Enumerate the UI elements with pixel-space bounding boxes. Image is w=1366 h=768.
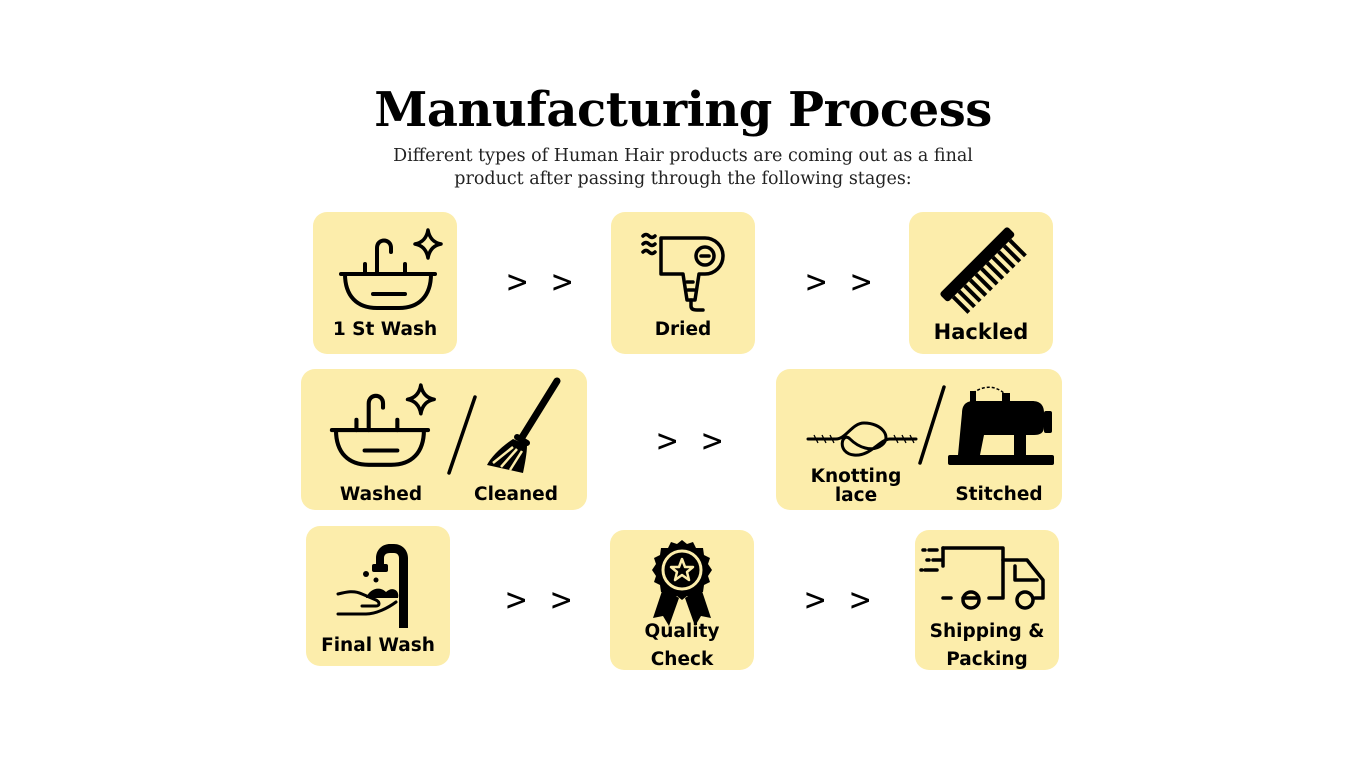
- quality-badge-icon: [652, 540, 712, 626]
- stage-label: Cleaned: [474, 484, 558, 505]
- stage-washed-cleaned: Washed Cleaned: [301, 369, 587, 510]
- stage-label: Dried: [654, 319, 712, 340]
- arrow-3: > >: [657, 421, 725, 461]
- stage-knotting-stitched: Knotting lace Stitched: [776, 369, 1062, 510]
- stage-shipping-packing: Shipping & Packing: [915, 530, 1059, 670]
- stage-first-wash: 1 St Wash: [313, 212, 457, 354]
- stage-dried: Dried: [611, 212, 755, 354]
- hand-wash-icon: [336, 544, 408, 628]
- stage-hackled: Hackled: [909, 212, 1053, 354]
- divider-slash: [447, 395, 477, 475]
- arrow-2: > >: [806, 262, 874, 302]
- page-title: Manufacturing Process: [374, 82, 992, 138]
- hair-dryer-icon: [641, 232, 725, 312]
- arrow-5: > >: [805, 580, 873, 620]
- arrow-4: > >: [506, 580, 574, 620]
- stage-final-wash: Final Wash: [306, 526, 450, 666]
- arrow-1: > >: [507, 262, 575, 302]
- stage-label: Stitched: [955, 484, 1043, 505]
- knot-icon: [806, 421, 918, 457]
- stage-label: Washed: [339, 484, 423, 505]
- stage-label: 1 St Wash: [332, 319, 438, 340]
- stage-label: Quality Check: [644, 621, 720, 670]
- stage-label: Hackled: [933, 320, 1029, 344]
- comb-icon: [940, 227, 1027, 314]
- sewing-machine-icon: [948, 386, 1054, 465]
- sink-icon: [339, 228, 443, 310]
- stage-label: Knotting lace: [810, 466, 902, 506]
- stage-quality-check: Quality Check: [610, 530, 754, 670]
- stage-label: Shipping & Packing: [929, 621, 1045, 670]
- sink-icon: [329, 383, 436, 467]
- divider-slash: [918, 385, 946, 465]
- delivery-truck-icon: [919, 546, 1045, 610]
- stage-label: Final Wash: [321, 635, 435, 656]
- broom-icon: [487, 377, 561, 473]
- page-subtitle: Different types of Human Hair products a…: [393, 146, 973, 189]
